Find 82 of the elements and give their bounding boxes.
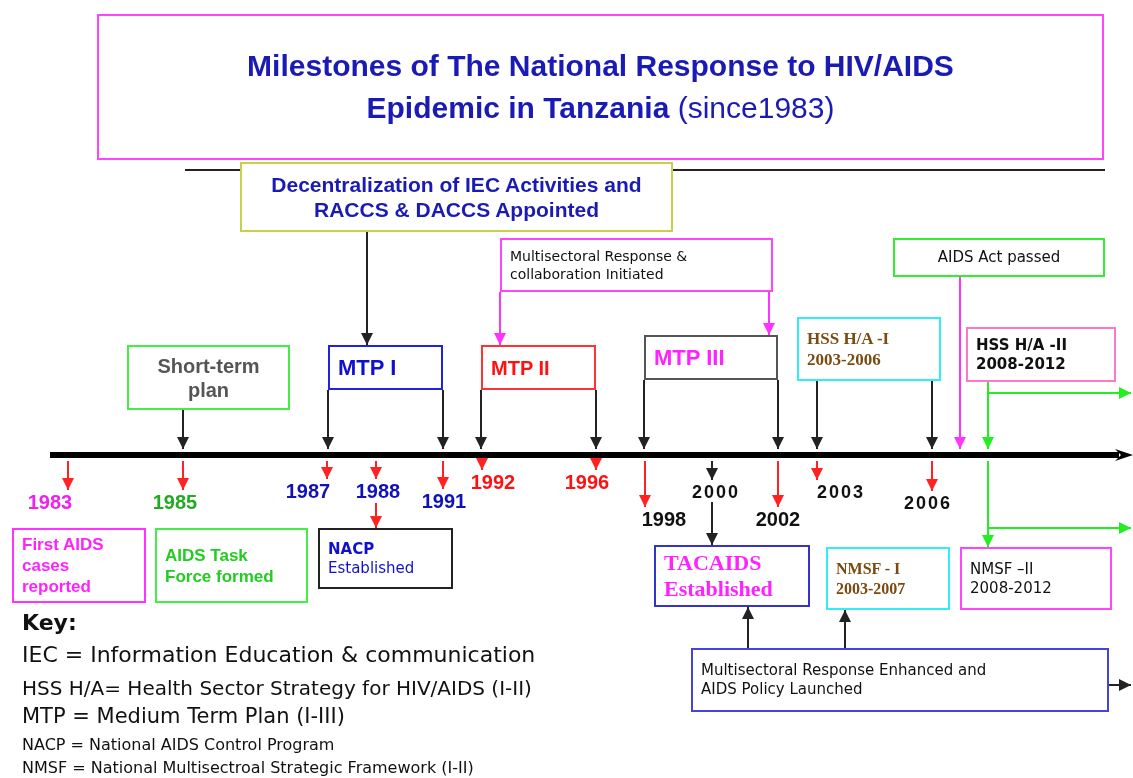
arrow — [926, 380, 938, 450]
key-entry: IEC = Information Education & communication — [22, 642, 536, 667]
box-text: HSS H/A -I 2003-2006 — [807, 328, 891, 370]
year-label: 2002 — [748, 507, 808, 531]
arrow — [811, 380, 823, 450]
year-label: 1987 — [280, 479, 336, 503]
arrow — [476, 458, 488, 471]
arrow — [370, 460, 382, 480]
event-box — [691, 648, 1109, 712]
key-entry: NMSF = National Multisectroal Strategic Framework (I-II) — [22, 758, 474, 777]
year-label: 1985 — [145, 490, 205, 514]
box-text: MTP III — [654, 344, 726, 371]
arrow — [590, 458, 602, 471]
event-box — [654, 545, 810, 607]
timeline-axis — [50, 449, 1133, 461]
box-text: NMSF - I 2003-2007 — [836, 558, 907, 599]
arrow — [361, 231, 373, 346]
box-text: TACAIDS Established — [664, 550, 774, 602]
year-label: 1983 — [20, 490, 80, 514]
box-text: AIDS Act passed — [936, 248, 1062, 267]
box-text: NACP — [328, 539, 376, 559]
key-entry: HSS H/A= Health Sector Strategy for HIV/AIDS (I-II) — [22, 676, 532, 700]
arrow — [322, 389, 334, 450]
year-label: 2006 — [893, 491, 963, 515]
event-box — [966, 327, 1116, 382]
year-label: 1996 — [558, 470, 616, 494]
box-text: First AIDS cases reported — [22, 534, 105, 597]
arrow — [638, 379, 650, 450]
event-box — [481, 345, 596, 390]
box-text: Multisectoral Response & collaboration Initiated — [510, 247, 689, 283]
arrow — [494, 291, 506, 346]
arrow — [839, 609, 851, 649]
event-box — [328, 345, 443, 390]
arrow — [1108, 679, 1132, 691]
arrow — [370, 502, 382, 529]
arrow — [772, 460, 784, 508]
event-box — [500, 238, 773, 292]
event-box — [960, 547, 1112, 610]
arrow — [926, 460, 938, 492]
arrow — [177, 409, 189, 450]
arrow — [437, 389, 449, 450]
box-text: AIDS Task Force formed — [165, 544, 275, 587]
box-text: MTP II — [491, 355, 551, 380]
arrow — [706, 460, 718, 481]
arrow — [437, 460, 449, 490]
title: Milestones of The National Response to HIV/AIDS Epidemic in Tanzania (since1983) — [246, 48, 955, 126]
arrow — [742, 606, 754, 649]
box-text: Decentralization of IEC Activities and RACCS & DACCS Appointed — [270, 172, 643, 222]
arrow — [987, 381, 1132, 399]
event-box — [318, 528, 453, 589]
arrow — [475, 389, 487, 450]
key-heading: Key: — [22, 610, 77, 635]
box-text: Short-term plan — [156, 353, 261, 402]
arrow — [954, 276, 966, 450]
box-text: Established — [328, 558, 416, 578]
box-text: NMSF –II 2008-2012 — [970, 559, 1053, 598]
event-box — [155, 528, 308, 603]
key-entry: NACP = National AIDS Control Program — [22, 735, 335, 754]
key-entry: MTP = Medium Term Plan (I-III) — [22, 704, 345, 728]
event-box — [12, 528, 146, 603]
box-text: MTP I — [338, 354, 398, 381]
arrow — [811, 460, 823, 481]
year-label: 2000 — [682, 480, 750, 504]
box-text: HSS H/A -II 2008-2012 — [976, 335, 1068, 374]
arrow — [62, 460, 74, 491]
arrow — [706, 501, 718, 546]
arrow — [772, 379, 784, 450]
event-box — [893, 238, 1105, 277]
arrow — [763, 291, 775, 336]
year-label: 2003 — [806, 480, 876, 504]
event-box — [644, 335, 778, 380]
year-label: 1988 — [348, 479, 408, 503]
arrow — [321, 460, 333, 480]
year-label: 1998 — [634, 507, 694, 531]
event-box — [797, 317, 941, 381]
event-box — [127, 345, 290, 410]
arrow — [590, 389, 602, 450]
event-box — [826, 547, 950, 610]
arrow — [177, 460, 189, 491]
box-text: Multisectoral Response Enhanced and AIDS Policy Launched — [701, 661, 988, 699]
event-box — [240, 162, 673, 232]
arrow — [639, 460, 651, 508]
